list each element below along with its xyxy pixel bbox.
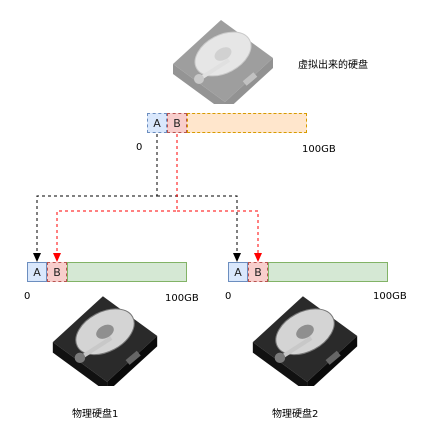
disk2-segment-b-label: B	[254, 265, 262, 279]
disk1-segment-a: A	[27, 262, 47, 282]
disk1-start-label: 0	[24, 291, 31, 302]
disk2-segment-a-label: A	[234, 265, 242, 279]
disk2-segment-b: B	[248, 262, 268, 282]
virtual-end-label: 100GB	[302, 144, 336, 155]
virtual-segment-rest	[187, 113, 307, 133]
disk1-end-label: 100GB	[165, 293, 199, 304]
disk1-segment-b: B	[47, 262, 67, 282]
virtual-start-label: 0	[136, 142, 143, 153]
arrowhead-a-disk2	[233, 253, 241, 262]
virtual-hard-disk-icon	[168, 12, 278, 112]
physical-hard-disk-2-icon	[245, 290, 365, 393]
virtual-segment-a-label: A	[153, 116, 161, 130]
physical-disk-1-label: 物理硬盘1	[72, 409, 119, 420]
segment-b-connector	[56, 134, 259, 255]
disk1-segment-rest	[67, 262, 187, 282]
virtual-disk-label: 虚拟出来的硬盘	[298, 60, 368, 71]
physical-disk-2-label: 物理硬盘2	[272, 409, 319, 420]
arrowhead-b-disk2	[254, 253, 262, 262]
disk2-segment-a: A	[228, 262, 248, 282]
disk1-segment-b-label: B	[53, 265, 61, 279]
disk2-segment-rest	[268, 262, 388, 282]
virtual-segment-b: B	[167, 113, 187, 133]
virtual-segment-a: A	[147, 113, 167, 133]
disk2-end-label: 100GB	[373, 291, 407, 302]
physical-hard-disk-1-icon	[45, 290, 165, 393]
segment-a-connector	[36, 134, 238, 255]
arrowhead-b-disk1	[53, 253, 61, 262]
disk2-start-label: 0	[225, 291, 232, 302]
arrowhead-a-disk1	[33, 253, 41, 262]
disk1-segment-a-label: A	[33, 265, 41, 279]
virtual-segment-b-label: B	[173, 116, 181, 130]
